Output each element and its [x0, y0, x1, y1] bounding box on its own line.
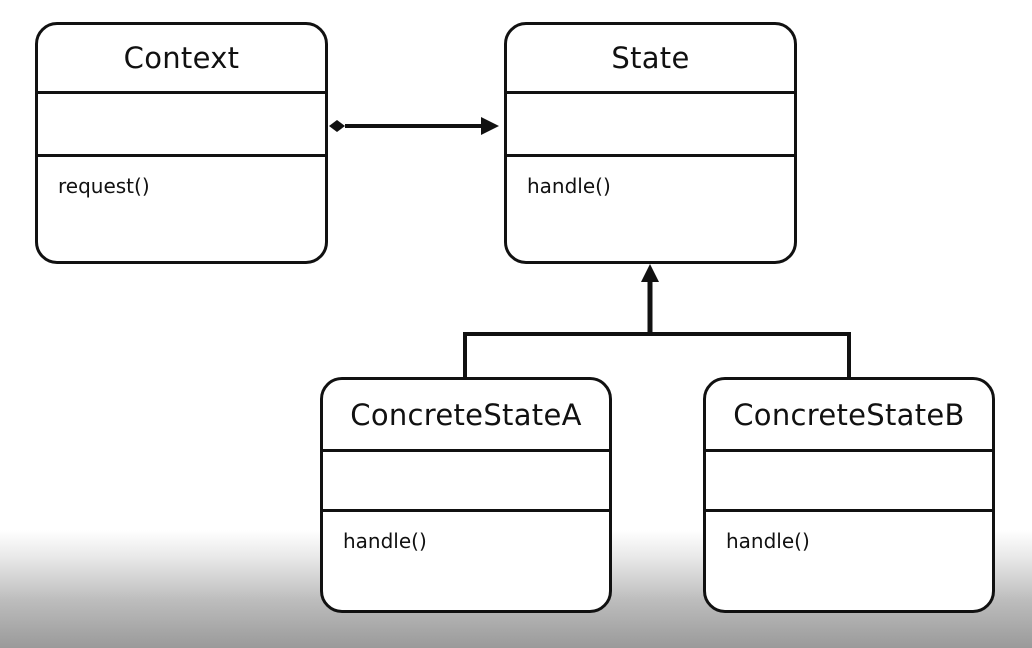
- class-concrete-state-a-operations: handle(): [323, 512, 609, 553]
- composition-diamond: [329, 120, 345, 132]
- generalization-arrowhead: [641, 264, 659, 282]
- composition-association: [329, 117, 499, 135]
- class-state: State handle(): [504, 22, 797, 264]
- class-context: Context request(): [35, 22, 328, 264]
- class-state-name: State: [507, 25, 794, 94]
- class-context-attributes: [38, 94, 325, 157]
- class-state-attributes: [507, 94, 794, 157]
- class-state-operation: handle(): [527, 174, 611, 198]
- class-concrete-state-a: ConcreteStateA handle(): [320, 377, 612, 613]
- association-arrowhead: [481, 117, 499, 135]
- class-concrete-state-b-operation: handle(): [726, 529, 810, 553]
- class-concrete-state-b-attributes: [706, 452, 992, 512]
- class-state-operations: handle(): [507, 157, 794, 198]
- class-concrete-state-a-name: ConcreteStateA: [323, 380, 609, 452]
- class-concrete-state-a-attributes: [323, 452, 609, 512]
- class-concrete-state-b-operations: handle(): [706, 512, 992, 553]
- class-concrete-state-b-name: ConcreteStateB: [706, 380, 992, 452]
- class-concrete-state-a-operation: handle(): [343, 529, 427, 553]
- class-concrete-state-b: ConcreteStateB handle(): [703, 377, 995, 613]
- class-context-operations: request(): [38, 157, 325, 198]
- generalization-connector: [463, 264, 851, 377]
- class-context-name: Context: [38, 25, 325, 94]
- class-context-operation: request(): [58, 174, 150, 198]
